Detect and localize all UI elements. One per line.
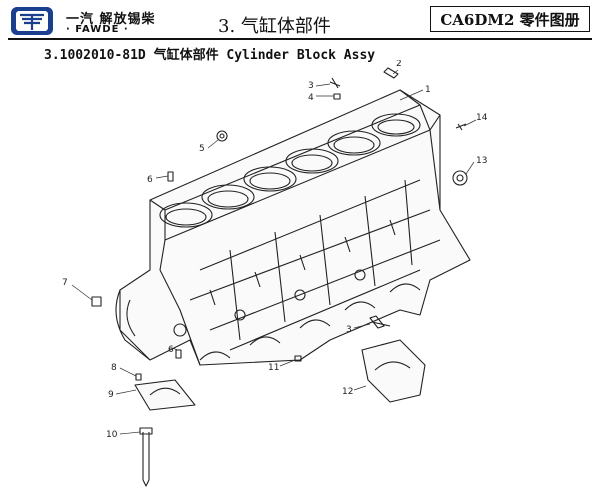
small-parts xyxy=(91,67,468,487)
cylinder-block-exploded-diagram: 1 2 3 3 4 5 6 6 7 8 9 10 11 12 13 14 xyxy=(62,60,488,487)
header-divider xyxy=(8,38,592,40)
callout-3b: 3 xyxy=(346,325,352,335)
callout-12: 12 xyxy=(342,387,353,397)
callout-5: 5 xyxy=(199,144,205,154)
callout-7: 7 xyxy=(62,278,68,288)
callout-6b: 6 xyxy=(168,345,174,355)
callout-1: 1 xyxy=(425,85,431,95)
page-title: 3. 气缸体部件 xyxy=(218,16,331,37)
cylinder-block-body xyxy=(115,89,471,366)
callout-14: 14 xyxy=(476,113,488,123)
page-header: 一汽 解放锡柴 · FAWDE · 3. 气缸体部件 CA6DM2 零件图册 xyxy=(0,0,600,40)
callout-2: 2 xyxy=(396,60,402,69)
leader-lines xyxy=(71,69,477,435)
brand-name-en: · FAWDE · xyxy=(66,24,129,35)
callout-labels: 1 2 3 3 4 5 6 6 7 8 9 10 11 12 13 14 xyxy=(62,60,488,440)
section-subtitle: 3.1002010-81D 气缸体部件 Cylinder Block Assy xyxy=(44,48,376,63)
callout-4: 4 xyxy=(308,93,314,103)
model-label: CA6DM2 零件图册 xyxy=(430,6,590,32)
fawde-logo xyxy=(11,7,53,35)
callout-6: 6 xyxy=(147,175,153,185)
callout-10: 10 xyxy=(106,430,118,440)
brand-name-cn: 一汽 解放锡柴 xyxy=(66,12,156,27)
callout-11: 11 xyxy=(268,363,279,373)
callout-3: 3 xyxy=(308,81,314,91)
cylinder-bores xyxy=(159,113,421,228)
callout-8: 8 xyxy=(111,363,117,373)
callout-13: 13 xyxy=(476,156,487,166)
callout-9: 9 xyxy=(108,390,114,400)
